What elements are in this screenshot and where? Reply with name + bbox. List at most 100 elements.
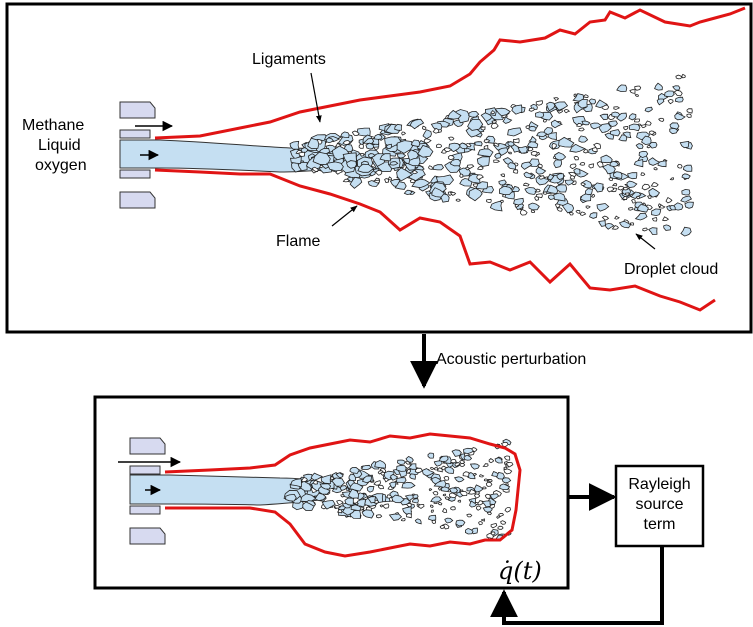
methane-label: Methane [22,117,84,134]
droplet [644,106,653,113]
droplet [484,493,491,499]
droplet [354,502,359,505]
droplet [373,133,383,140]
droplet [475,505,482,511]
droplet [617,185,625,191]
droplet [404,494,414,502]
droplet [526,140,539,149]
droplet [669,127,679,135]
top-injector [119,101,156,209]
droplet [414,467,423,474]
droplet [423,138,432,144]
droplet [614,215,620,220]
droplet [307,137,320,150]
droplet [310,472,324,481]
droplet [418,504,425,509]
droplet [455,519,466,527]
droplet [590,122,603,130]
droplet [588,98,597,105]
droplet [546,101,556,112]
droplet [644,120,652,126]
droplet [373,480,381,486]
top-flame-upper [154,6,746,140]
droplet [629,222,635,226]
rayleigh-box [614,464,705,548]
droplet [430,122,443,131]
droplet [474,484,484,493]
droplet [664,90,675,98]
droplet [596,161,604,168]
droplet [635,143,644,150]
droplet [680,195,692,203]
droplet [582,149,588,154]
droplet [486,511,492,516]
droplet [622,131,632,139]
droplet [391,494,405,504]
droplet [613,171,623,179]
droplet [567,171,577,178]
droplet [654,82,663,91]
droplet [681,73,686,79]
droplet [633,158,644,168]
droplet [379,153,391,162]
droplet [432,164,445,171]
droplet [673,89,683,97]
droplet [312,151,331,165]
droplet [498,185,514,196]
droplet [528,125,537,132]
droplet [474,502,479,506]
droplet [494,107,511,117]
droplet [408,157,421,167]
droplet [502,116,513,124]
droplet [486,198,492,203]
droplet [290,155,302,165]
droplet [396,167,414,182]
droplet [573,168,581,175]
droplet [478,521,483,526]
droplet [556,207,563,212]
droplet [455,198,462,202]
droplet [534,188,541,193]
droplet [340,131,350,139]
droplet [507,151,512,155]
droplet [675,74,683,80]
droplet [542,191,548,195]
droplet [558,136,575,148]
droplet [535,193,543,199]
droplet [359,153,365,157]
droplet [595,99,608,109]
droplet [468,110,480,118]
droplet [573,155,579,161]
droplet [578,127,585,132]
droplet [396,140,413,154]
droplet [500,441,509,448]
droplet [613,106,621,110]
droplet [598,123,612,134]
droplet [361,509,375,519]
droplet [577,99,588,109]
droplet [628,113,637,121]
droplet [618,220,632,229]
droplet [285,493,297,502]
droplet [658,117,665,122]
droplet [428,488,433,492]
droplet [430,504,434,508]
droplet [553,192,566,202]
droplet [414,518,422,525]
droplet [583,94,589,99]
droplet [528,202,540,211]
droplet [592,182,604,193]
droplet [650,182,659,187]
droplet [443,147,453,153]
droplet [599,113,609,121]
droplet [648,187,661,198]
droplet [428,165,433,170]
droplet [444,466,455,474]
droplet [669,204,676,211]
droplet [504,507,511,513]
droplet [488,457,495,464]
droplet [432,491,439,496]
droplet [422,129,432,140]
droplet [499,199,504,203]
